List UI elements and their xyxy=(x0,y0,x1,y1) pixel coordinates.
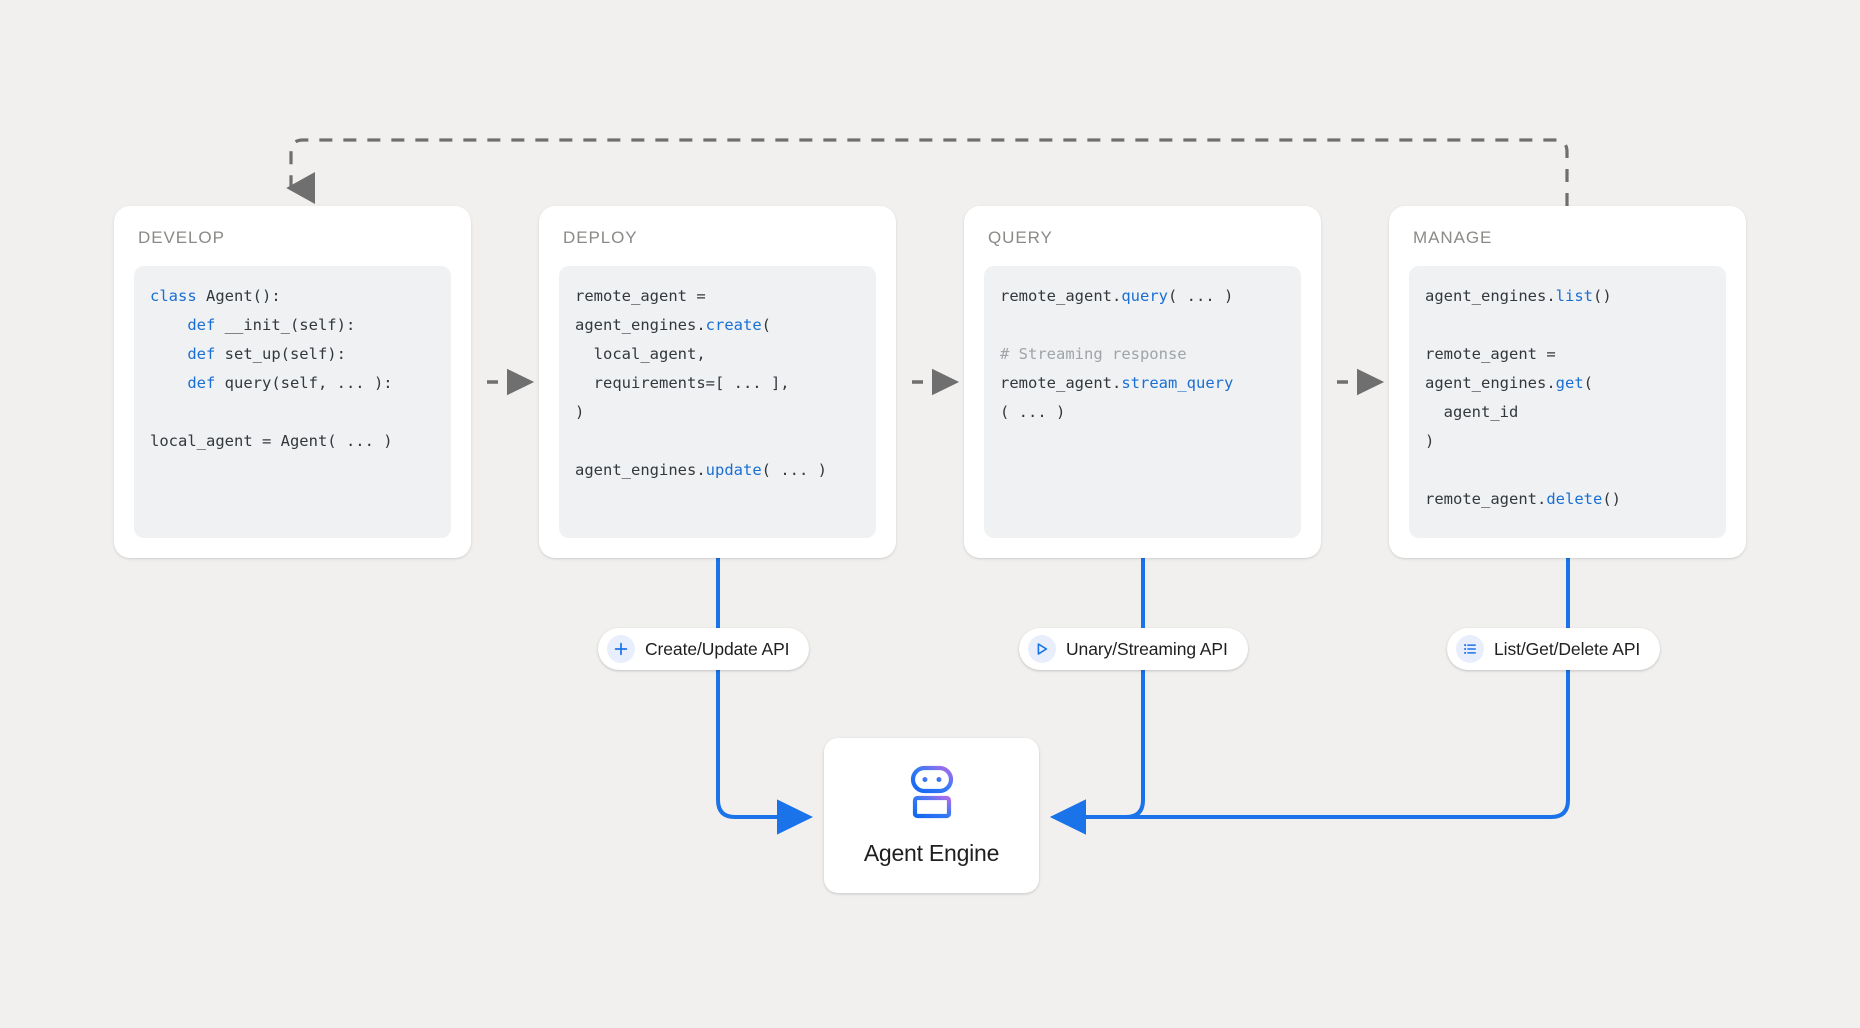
send-triangle-icon xyxy=(1028,635,1056,663)
wire-query-to-agent-engine xyxy=(1050,558,1145,835)
agent-engine-node[interactable]: Agent Engine xyxy=(824,738,1039,893)
stage-title-manage: MANAGE xyxy=(1413,228,1493,247)
list-icon xyxy=(1456,635,1484,663)
api-pill-label: List/Get/Delete API xyxy=(1494,638,1641,659)
stage-title-query: QUERY xyxy=(988,228,1053,247)
api-pill-create-update[interactable]: Create/Update API xyxy=(598,628,810,670)
stage-title-deploy: DEPLOY xyxy=(563,228,638,247)
stage-card-deploy[interactable]: DEPLOY remote_agent = agent_engines.crea… xyxy=(539,206,896,558)
code-block-manage: agent_engines.list() remote_agent = agen… xyxy=(1409,266,1726,538)
agent-engine-label: Agent Engine xyxy=(863,839,1000,866)
wire-manage-to-agent-engine xyxy=(1050,558,1570,835)
stage-card-manage[interactable]: MANAGE agent_engines.list() remote_agent… xyxy=(1389,206,1746,558)
feedback-arrow xyxy=(286,138,1569,206)
code-block-deploy: remote_agent = agent_engines.create( loc… xyxy=(559,266,876,538)
api-pill-label: Unary/Streaming API xyxy=(1066,638,1228,659)
robot-icon xyxy=(900,765,964,826)
api-pill-list-get-delete[interactable]: List/Get/Delete API xyxy=(1447,628,1661,670)
code-block-develop: class Agent(): def __init_(self): def se… xyxy=(134,266,451,538)
api-pill-unary-streaming[interactable]: Unary/Streaming API xyxy=(1019,628,1248,670)
api-pill-label: Create/Update API xyxy=(645,638,790,659)
plus-icon xyxy=(607,635,635,663)
code-block-query: remote_agent.query( ... ) # Streaming re… xyxy=(984,266,1301,538)
stage-card-query[interactable]: QUERY remote_agent.query( ... ) # Stream… xyxy=(964,206,1321,558)
stage-title-develop: DEVELOP xyxy=(138,228,225,247)
wire-deploy-to-agent-engine xyxy=(716,558,813,835)
stage-card-develop[interactable]: DEVELOP class Agent(): def __init_(self)… xyxy=(114,206,471,558)
